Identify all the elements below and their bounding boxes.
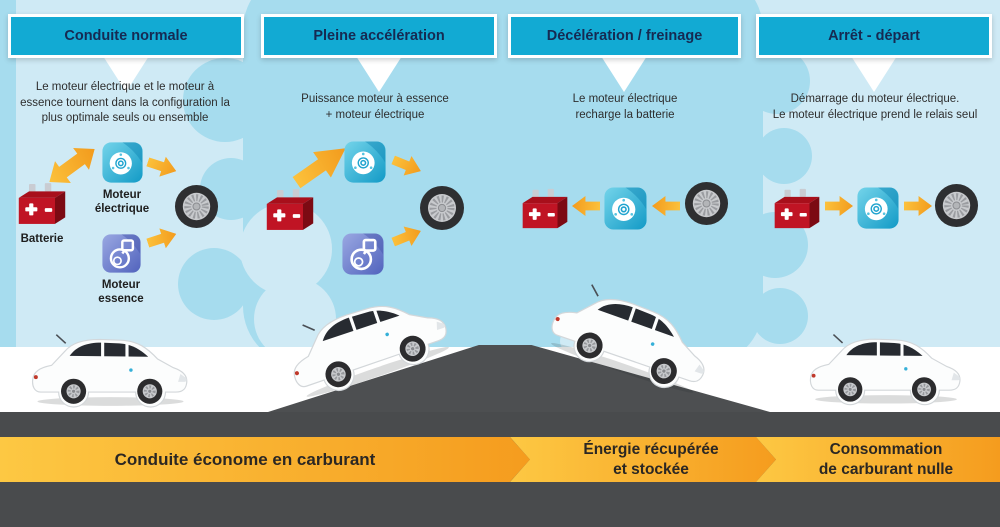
electric-motor-label: Moteur électrique (94, 189, 150, 216)
panel-description: Le moteur électrique recharge la batteri… (572, 93, 678, 121)
cloud-shape (0, 0, 16, 372)
battery-icon (16, 180, 68, 227)
wheel-icon (684, 181, 729, 226)
panel-description: Démarrage du moteur électrique. Le moteu… (772, 93, 978, 121)
cloud-shape (744, 48, 810, 114)
wheel-icon (419, 185, 465, 231)
arrow-motor-to-wheel-icon (144, 152, 179, 181)
panel-title-deceleration-braking: Décélération / freinage (508, 14, 741, 58)
gas-engine-icon (342, 233, 384, 275)
panel-title-normal-driving: Conduite normale (8, 14, 244, 58)
electric-motor-icon (857, 187, 899, 229)
battery-icon (264, 186, 316, 233)
gas-engine-label: Moteur essence (98, 279, 144, 306)
cloud-shape (752, 288, 808, 344)
cloud-shape (756, 128, 812, 184)
electric-motor-icon (604, 187, 647, 230)
speech-tail (851, 56, 897, 92)
panel-title-stop-start: Arrêt - départ (756, 14, 992, 58)
arrow-motor-to-wheel-icon (904, 196, 932, 216)
cloud-shape (183, 58, 267, 142)
wheel-icon (934, 183, 979, 228)
banner-segment-energy-recovered: Énergie récupérée et stockée (510, 437, 776, 482)
car-illustration-uphill (273, 275, 460, 407)
electric-motor-icon (344, 141, 386, 183)
banner-segment-zero-fuel: Consommation de carburant nulle (756, 437, 1000, 482)
cloud-shape (178, 248, 250, 320)
car-illustration (806, 330, 966, 406)
arrow-battery-to-motor-icon (825, 196, 853, 216)
panel-description: Le moteur électrique et le moteur à esse… (20, 81, 230, 125)
banner-segment-eco-driving: Conduite économe en carburant (0, 437, 530, 482)
car-illustration (28, 330, 193, 409)
car-illustration-downhill (539, 271, 726, 403)
panel-description: Puissance moteur à essence + moteur élec… (301, 93, 449, 121)
battery-icon (520, 186, 570, 231)
gas-engine-icon (102, 234, 141, 273)
panel-title-full-acceleration: Pleine accélération (261, 14, 497, 58)
wheel-icon (174, 184, 219, 229)
battery-icon (772, 186, 822, 231)
battery-label: Batterie (20, 233, 64, 245)
electric-motor-icon (102, 142, 143, 183)
